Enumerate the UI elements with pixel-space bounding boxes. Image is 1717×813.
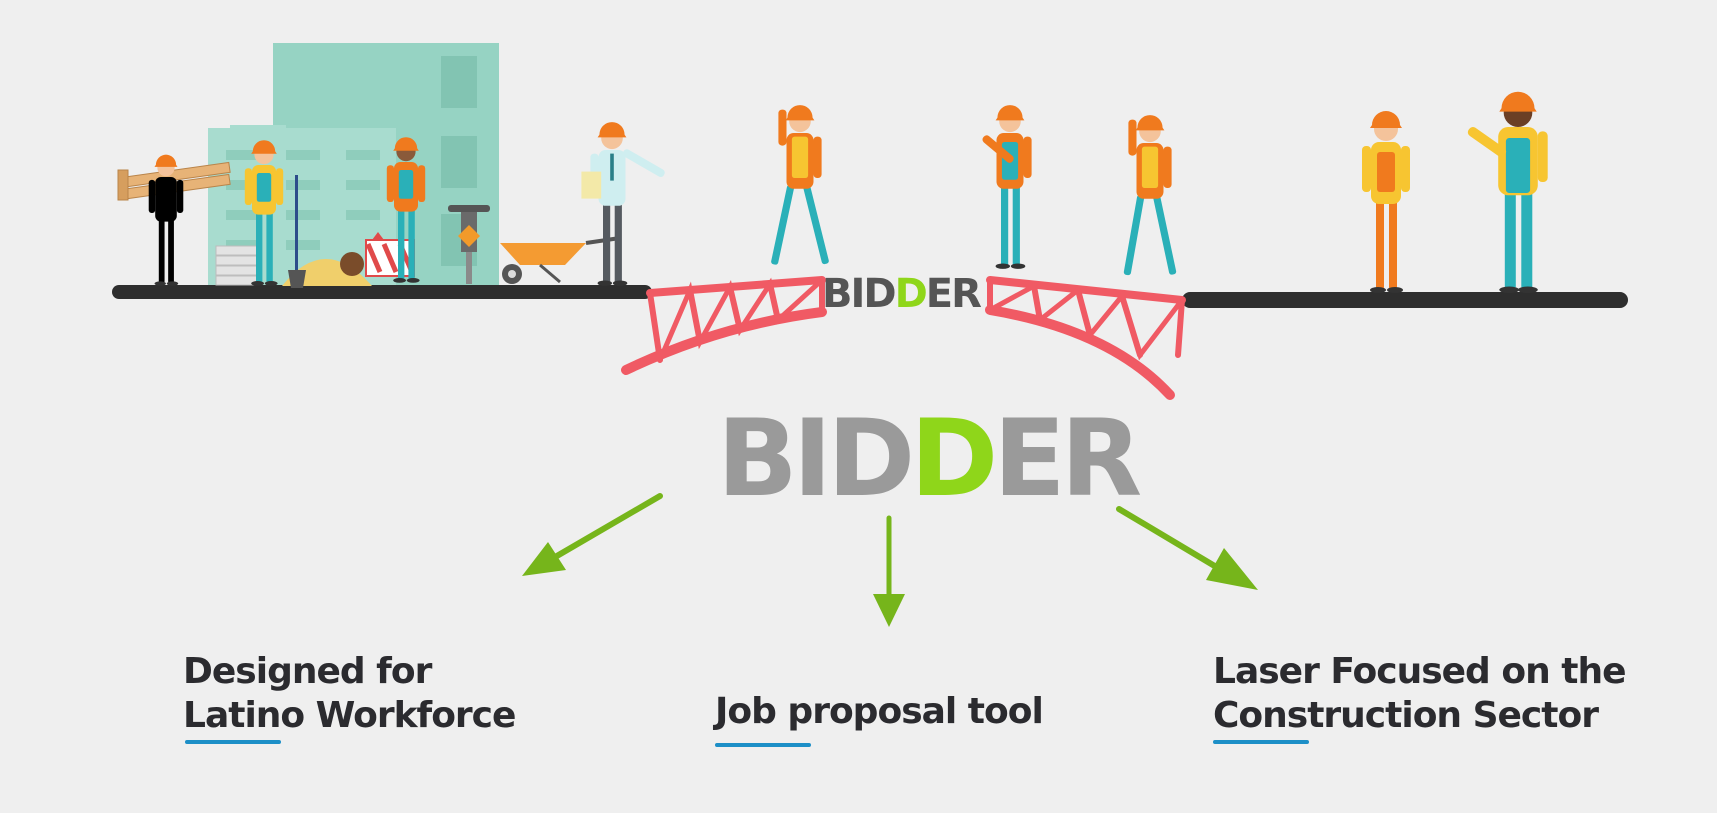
construction-worker-icon — [982, 105, 1032, 269]
construction-worker-icon — [1123, 115, 1177, 276]
construction-worker-icon — [771, 105, 829, 265]
main-logo: BIDDER — [717, 397, 1141, 520]
construction-worker-icon — [1467, 91, 1548, 294]
right-ground — [1182, 292, 1628, 308]
construction-worker-icon — [1362, 111, 1410, 293]
bridge-logo: BIDDER — [822, 271, 981, 317]
feature-1-line-1: Designed for — [183, 651, 432, 692]
sand-pile-icon — [282, 259, 372, 286]
bridge-logo-part1: BID — [822, 271, 895, 317]
jackhammer-icon — [448, 205, 490, 284]
feature-3-line-2: Construction Sector — [1213, 695, 1599, 736]
feature-1-line-2: Latino Workforce — [183, 695, 516, 736]
bridge-right-half — [985, 276, 1186, 400]
feature-construction-sector: Laser Focused on the Construction Sector — [1213, 650, 1626, 744]
bricks-icon — [215, 245, 261, 286]
arrow-center — [873, 515, 905, 627]
bridge-logo-part2: D — [895, 271, 927, 317]
road-barrier-icon — [340, 232, 415, 277]
arrow-left — [522, 493, 663, 576]
arrow-right — [1116, 506, 1258, 590]
main-logo-part2: D — [910, 397, 993, 520]
feature-2-underline — [715, 743, 811, 747]
left-ground — [112, 285, 652, 299]
main-logo-part1: BID — [717, 397, 910, 520]
construction-worker-icon — [581, 122, 665, 286]
construction-worker-icon — [244, 140, 284, 286]
wheelbarrow-icon — [500, 236, 621, 284]
main-logo-part3: ER — [993, 397, 1140, 520]
construction-worker-icon — [386, 137, 426, 283]
feature-1-underline — [185, 740, 281, 744]
bridge-logo-part3: ER — [926, 271, 981, 317]
shovel-icon — [288, 175, 306, 288]
feature-job-proposal-tool: Job proposal tool — [715, 690, 1044, 747]
feature-2-line-1: Job proposal tool — [715, 691, 1044, 732]
feature-latino-workforce: Designed for Latino Workforce — [183, 650, 516, 744]
feature-3-underline — [1213, 740, 1309, 744]
bridge-left-half — [621, 276, 827, 375]
feature-3-line-1: Laser Focused on the — [1213, 651, 1626, 692]
